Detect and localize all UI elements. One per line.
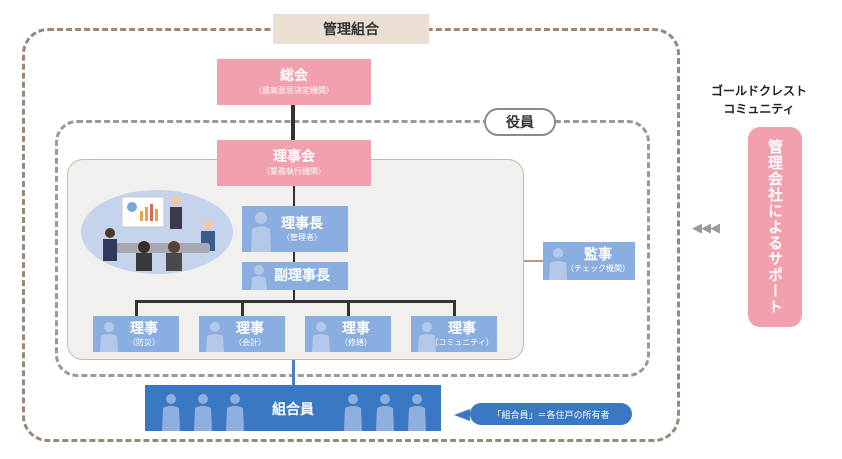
connector-director-2 xyxy=(241,300,244,316)
connector-director-4 xyxy=(453,300,456,316)
auditor-box: 監事 （チェック機関） xyxy=(543,242,635,280)
director-subtitle: （修繕） xyxy=(340,338,372,347)
company-name-line2: コミュニティ xyxy=(723,102,795,116)
chairman-title: 理事長 xyxy=(281,216,323,232)
person-icon xyxy=(418,322,436,352)
director-subtitle: （防災） xyxy=(128,338,160,347)
board-title: 理事会 xyxy=(273,149,315,165)
connector-director-1 xyxy=(135,300,138,316)
connector-members xyxy=(292,360,295,385)
support-text: 管理会社によるサポート xyxy=(766,139,784,315)
vice-chairman-title: 副理事長 xyxy=(274,268,330,284)
support-pill: 管理会社によるサポート xyxy=(748,127,802,327)
officers-frame xyxy=(55,120,650,377)
auditor-title: 監事 xyxy=(584,247,612,263)
general-meeting-subtitle: （最高意思決定機関） xyxy=(254,86,334,95)
director-title: 理事 xyxy=(130,321,158,337)
director-box: 理事 （コミュニティ） xyxy=(411,316,497,352)
board-subtitle: （業務執行機関） xyxy=(262,167,326,176)
director-box: 理事 （防災） xyxy=(93,316,179,352)
director-box: 理事 （会計） xyxy=(199,316,285,352)
general-meeting-title: 総会 xyxy=(280,68,308,84)
connector-general-board xyxy=(291,105,295,141)
person-icon xyxy=(100,322,118,352)
general-meeting-box: 総会 （最高意思決定機関） xyxy=(217,59,371,105)
board-meeting-illustration xyxy=(80,189,234,275)
director-title: 理事 xyxy=(448,321,476,337)
members-title: 組合員 xyxy=(272,402,314,418)
person-icon xyxy=(312,322,330,352)
members-silhouettes-left xyxy=(162,394,244,431)
note-pointer xyxy=(454,409,470,421)
director-bus-line xyxy=(135,300,455,303)
officers-label: 役員 xyxy=(484,108,556,136)
management-company-name: ゴールドクレスト コミュニティ xyxy=(700,82,818,118)
chairman-subtitle: （管理者） xyxy=(282,233,322,242)
director-subtitle: （コミュニティ） xyxy=(430,338,494,347)
connector-director-3 xyxy=(347,300,350,316)
auditor-subtitle: （チェック機関） xyxy=(566,264,630,273)
association-title: 管理組合 xyxy=(273,14,429,44)
connector-board-chairman xyxy=(293,186,295,206)
support-arrows-icon: ◀◀◀ xyxy=(692,221,720,236)
connector-vice-bus xyxy=(293,290,295,301)
director-title: 理事 xyxy=(342,321,370,337)
person-icon xyxy=(549,248,567,280)
director-subtitle: （会計） xyxy=(234,338,266,347)
company-name-line1: ゴールドクレスト xyxy=(710,84,807,98)
connector-auditor xyxy=(524,260,544,262)
board-box: 理事会 （業務執行機関） xyxy=(217,140,371,186)
connector-chairman-vice xyxy=(293,252,295,262)
person-icon xyxy=(206,322,224,352)
members-silhouettes-right xyxy=(344,394,426,431)
director-title: 理事 xyxy=(236,321,264,337)
person-icon xyxy=(251,265,267,290)
chairman-box: 理事長 （管理者） xyxy=(242,206,348,252)
person-icon xyxy=(251,212,271,252)
director-box: 理事 （修繕） xyxy=(305,316,391,352)
members-bar: 組合員 xyxy=(145,385,441,431)
vice-chairman-box: 副理事長 xyxy=(242,262,348,290)
members-note: 「組合員」＝各住戸の所有者 xyxy=(470,403,632,425)
